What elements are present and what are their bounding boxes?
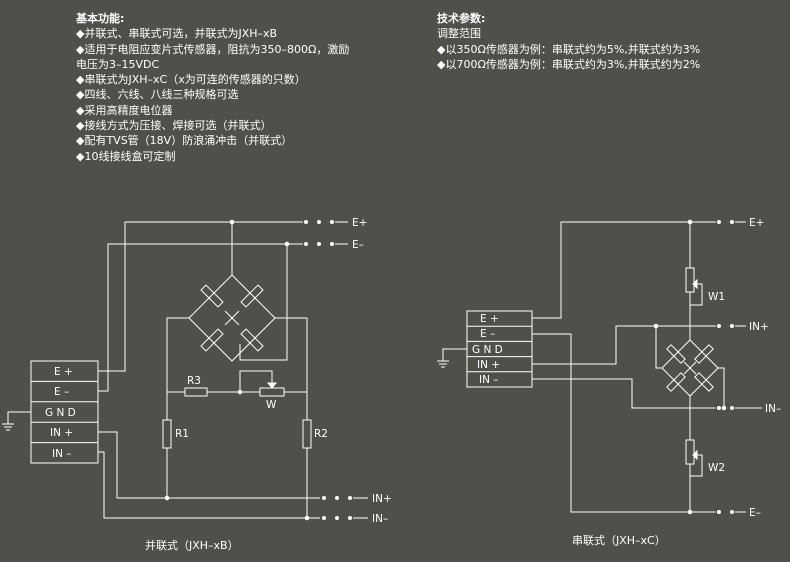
resistor-r1 bbox=[162, 419, 172, 449]
terminal-label: E + bbox=[480, 313, 499, 325]
spec-line: ◆以700Ω传感器为例：串联式约为3%,并联式约为2% bbox=[437, 57, 701, 71]
terminal-label: IN – bbox=[479, 374, 499, 386]
output-label: IN+ bbox=[749, 321, 769, 333]
bridge-resistor bbox=[200, 328, 224, 352]
component-label: R3 bbox=[187, 375, 201, 387]
terminal-label: G N D bbox=[472, 344, 503, 356]
terminal-label: IN – bbox=[52, 448, 72, 460]
component-label: W1 bbox=[708, 291, 725, 303]
output-label: IN+ bbox=[372, 493, 392, 505]
parallel-caption: 并联式（JXH–xB） bbox=[145, 539, 239, 552]
spec-line: ◆以350Ω传感器为例：串联式约为5%,并联式约为3% bbox=[437, 42, 701, 56]
feature-line: ◆并联式、串联式可选，并联式为JXH–xB bbox=[76, 27, 278, 41]
bridge-resistor bbox=[666, 344, 686, 364]
output-label: E+ bbox=[352, 217, 367, 229]
output-label: IN– bbox=[372, 513, 388, 525]
bridge-resistor bbox=[694, 372, 714, 392]
specs-block: 技术参数: 调整范围 ◆以350Ω传感器为例：串联式约为5%,并联式约为3% ◆… bbox=[437, 11, 777, 72]
bridge-resistor bbox=[200, 284, 224, 308]
feature-line: ◆采用高精度电位器 bbox=[76, 103, 173, 117]
output-label: E– bbox=[352, 239, 364, 251]
component-label: W2 bbox=[708, 462, 725, 474]
output-label: E– bbox=[749, 507, 761, 519]
features-block: 基本功能: ◆并联式、串联式可选，并联式为JXH–xB ◆适用于电阻应变片式传感… bbox=[76, 11, 416, 164]
component-label: W bbox=[266, 399, 277, 411]
series-diagram bbox=[437, 219, 727, 515]
feature-line: ◆串联式为JXH–xC（x为可连的传感器的只数） bbox=[76, 73, 306, 87]
bridge-resistor bbox=[240, 284, 264, 308]
bridge-resistor bbox=[666, 372, 686, 392]
features-heading: 基本功能: bbox=[76, 12, 125, 25]
bridge-resistor bbox=[694, 344, 714, 364]
feature-line: ◆10线接线盒可定制 bbox=[76, 149, 176, 163]
component-label: R1 bbox=[175, 428, 189, 440]
potentiometer-w bbox=[259, 387, 285, 397]
terminal-label: E – bbox=[54, 386, 69, 398]
feature-line: 电压为3–15VDC bbox=[76, 57, 160, 71]
feature-line: ◆四线、六线、八线三种规格可选 bbox=[76, 88, 239, 102]
terminal-label: IN + bbox=[477, 359, 500, 371]
bridge-resistor bbox=[240, 328, 264, 352]
specs-heading: 技术参数: bbox=[437, 12, 486, 25]
potentiometer-w2 bbox=[685, 439, 695, 465]
terminal-label: E – bbox=[480, 328, 495, 340]
feature-line: ◆适用于电阻应变片式传感器，阻抗为350–800Ω，激励 bbox=[76, 42, 350, 56]
resistor-r3 bbox=[184, 387, 208, 397]
spec-line: 调整范围 bbox=[437, 27, 481, 41]
feature-line: ◆配有TVS管（18V）防浪涌冲击（并联式） bbox=[76, 134, 293, 148]
output-label: E+ bbox=[749, 217, 764, 229]
terminal-label: IN + bbox=[50, 427, 73, 439]
terminal-label: G N D bbox=[45, 407, 76, 419]
terminal-label: E + bbox=[54, 366, 73, 378]
parallel-diagram bbox=[2, 219, 320, 521]
resistor-r2 bbox=[302, 419, 312, 449]
component-label: R2 bbox=[314, 428, 328, 440]
output-label: IN– bbox=[765, 403, 781, 415]
feature-line: ◆接线方式为压接、焊接可选（并联式） bbox=[76, 119, 272, 133]
potentiometer-w1 bbox=[685, 267, 695, 293]
series-caption: 串联式（JXH–xC） bbox=[572, 534, 666, 547]
